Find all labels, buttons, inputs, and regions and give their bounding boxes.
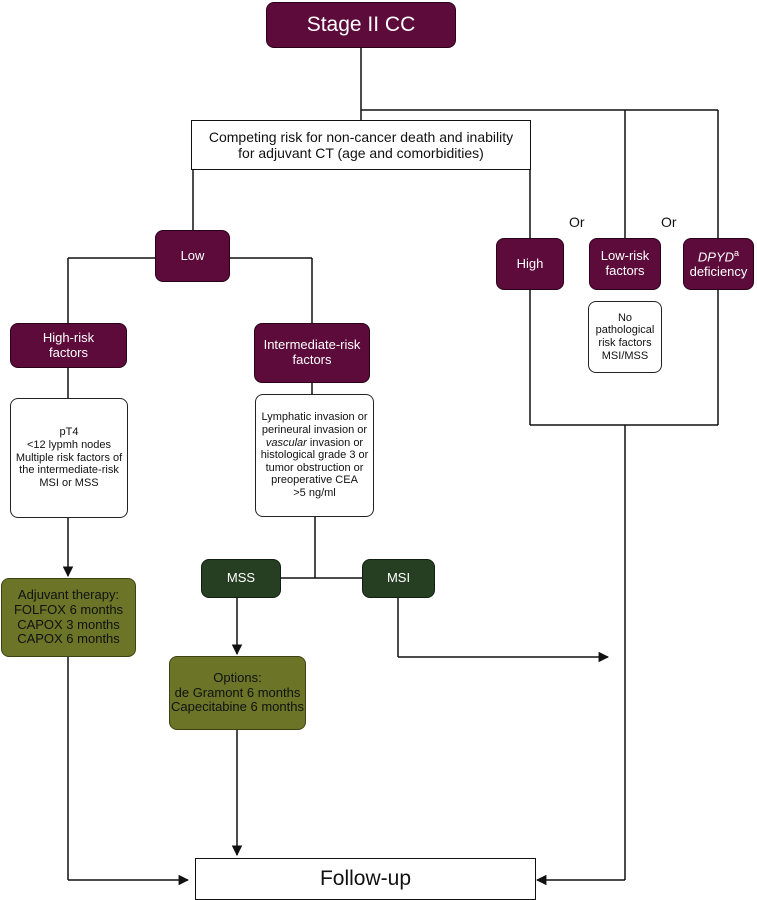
dpyd-footnote-mark: a	[734, 247, 740, 258]
high-risk-factors-node: High-risk factors	[10, 323, 127, 368]
no-pathological-risk-label: No pathological risk factors MSI/MSS	[595, 311, 655, 362]
mss-node: MSS	[201, 559, 281, 598]
adjuvant-therapy-node: Adjuvant therapy: FOLFOX 6 months CAPOX …	[1, 578, 136, 657]
options-node: Options: de Gramont 6 months Capecitabin…	[169, 656, 306, 730]
dpyd-title: DPYDa	[698, 248, 739, 265]
or-connector-2: Or	[661, 214, 677, 230]
stage-ii-cc-node: Stage II CC	[266, 2, 456, 48]
dpyd-deficiency-label: deficiency	[689, 264, 748, 280]
high-risk-criteria-node: pT4 <12 lypmh nodes Multiple risk factor…	[10, 398, 128, 518]
follow-up-node: Follow-up	[195, 858, 536, 900]
msi-label: MSI	[386, 570, 411, 586]
no-pathological-risk-node: No pathological risk factors MSI/MSS	[588, 301, 662, 373]
mss-label: MSS	[226, 570, 256, 586]
options-label: Options: de Gramont 6 months Capecitabin…	[171, 669, 304, 715]
high-risk-factors-label: High-risk factors	[42, 329, 95, 360]
competing-risk-label: Competing risk for non-cancer death and …	[208, 128, 514, 161]
msi-node: MSI	[362, 559, 435, 598]
low-risk-factors-node: Low-risk factors	[589, 238, 661, 290]
stage-ii-cc-label: Stage II CC	[306, 12, 416, 36]
low-risk-factors-label: Low-risk factors	[600, 248, 650, 278]
intermediate-criteria-vascular: vascular	[265, 436, 307, 449]
intermediate-risk-factors-label: Intermediate-risk factors	[263, 337, 361, 367]
high-risk-criteria-label: pT4 <12 lypmh nodes Multiple risk factor…	[15, 426, 123, 489]
intermediate-risk-criteria-node: Lymphatic invasion or perineural invasio…	[255, 394, 374, 517]
intermediate-criteria-part-1: Lymphatic invasion or perineural invasio…	[261, 411, 368, 436]
low-node: Low	[155, 230, 230, 282]
intermediate-risk-factors-node: Intermediate-risk factors	[254, 323, 370, 383]
intermediate-criteria-part-2: invasion or histological grade 3 or tumo…	[260, 436, 369, 500]
or-connector-1: Or	[569, 214, 585, 230]
intermediate-risk-criteria-label: Lymphatic invasion or perineural invasio…	[261, 411, 369, 499]
adjuvant-therapy-label: Adjuvant therapy: FOLFOX 6 months CAPOX …	[13, 586, 124, 647]
high-label: High	[516, 255, 544, 271]
competing-risk-node: Competing risk for non-cancer death and …	[191, 120, 531, 170]
low-label: Low	[180, 247, 205, 263]
dpyd-deficiency-node: DPYDa deficiency	[683, 238, 754, 290]
dpyd-gene-name: DPYD	[697, 249, 735, 265]
high-node: High	[496, 238, 564, 290]
follow-up-label: Follow-up	[319, 866, 412, 890]
